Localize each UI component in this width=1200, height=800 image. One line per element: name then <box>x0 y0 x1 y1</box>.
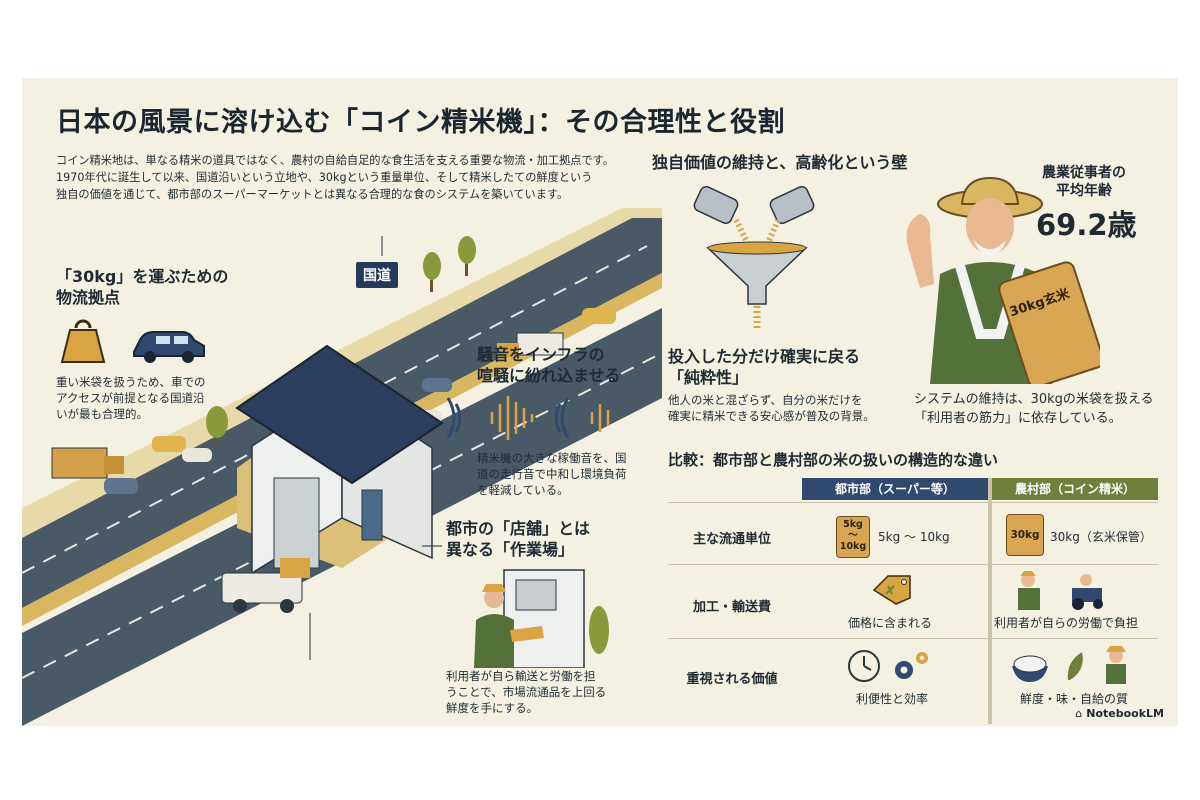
elderly-farmer-illustration <box>906 176 1100 384</box>
table-rule <box>668 564 1158 565</box>
price-tag-icon <box>872 575 911 605</box>
intro-text: コイン精米地は、単なる精米の道具ではなく、農村の自給自足的な食生活を支える重要な… <box>56 152 636 203</box>
heading-line: 都市の「店舗」とは <box>446 519 591 538</box>
body-line: 道の走行音で中和し環境負荷 <box>477 467 627 481</box>
bag-line: 5kg <box>843 519 863 530</box>
bag-line: 10kg <box>839 541 867 552</box>
rice-leaf-farmer-icon <box>1012 646 1126 684</box>
heading-line: 異なる「作業場」 <box>446 540 575 559</box>
stat-label-line: 農業従事者の <box>1042 165 1126 181</box>
cell-text: 利便性と効率 <box>856 692 929 706</box>
workshop-heading: 都市の「店舗」とは 異なる「作業場」 <box>446 518 590 560</box>
workshop-body: 利用者が自ら輸送と労働を担 うことで、市場流通品を上回る 鮮度を手にする。 <box>446 668 606 716</box>
noise-heading: 騒音をインフラの 喧騒に紛れ込ませる <box>477 344 621 386</box>
body-line: 「利用者の筋力」に依存している。 <box>914 411 1122 426</box>
bag-line: 〜 <box>848 530 858 541</box>
row-label: 重視される価値 <box>686 672 778 687</box>
notebooklm-logo-icon: ⌂ <box>1075 707 1083 720</box>
truck-icon <box>51 332 564 479</box>
heading-line: 「30kg」を運ぶための <box>56 267 229 286</box>
funnel-icon <box>693 185 815 328</box>
farmer-tractor-icon <box>1018 571 1103 610</box>
body-line: アクセスが前提となる国道沿 <box>56 391 205 405</box>
heading-line: 喧騒に紛れ込ませる <box>477 366 621 385</box>
body-line: 確実に精米できる安心感が普及の背景。 <box>668 409 875 423</box>
body-line: 利用者が自ら輸送と労働を担 <box>446 669 596 683</box>
aging-heading: 独自価値の維持と、高齢化という壁 <box>652 153 908 172</box>
large-rice-bag-icon: 30kg <box>1006 514 1044 556</box>
tree-icon <box>206 236 476 448</box>
cell-text: 利用者が自らの労働で負担 <box>994 616 1139 630</box>
comparison-heading: 比較：都市部と農村部の米の扱いの構造的な違い <box>668 451 999 469</box>
brand-mark: ⌂ NotebookLM <box>1075 707 1164 720</box>
heading-line: 「純粋性」 <box>668 368 749 387</box>
cell-text: 鮮度・味・自給の質 <box>1020 692 1129 706</box>
body-line: システムの維持は、30kgの米袋を扱える <box>914 392 1154 407</box>
intro-line: 独自の価値を通じて、都市部のスーパーマーケットとは異なる合理的な食のシステムを築… <box>56 188 569 201</box>
intro-line: コイン精米地は、単なる精米の道具ではなく、農村の自給自足的な食生活を支える重要な… <box>56 154 614 167</box>
logistics-body: 重い米袋を扱うため、車での アクセスが前提となる国道沿 いが最も合理的。 <box>56 374 206 422</box>
clock-gear-icon <box>848 650 928 682</box>
page-title: 日本の風景に溶け込む「コイン精米機」：その合理性と役割 <box>56 107 785 138</box>
row-label: 主な流通単位 <box>692 532 771 547</box>
weight-icon <box>60 319 106 363</box>
aging-body: システムの維持は、30kgの米袋を扱える 「利用者の筋力」に依存している。 <box>914 390 1154 428</box>
stat-label-line: 平均年齢 <box>1056 183 1112 199</box>
table-rule <box>668 502 1158 503</box>
column-header-urban: 都市部（スーパー等） <box>802 478 988 500</box>
body-line: 重い米袋を扱うため、車での <box>56 375 206 389</box>
cell-text: 価格に含まれる <box>848 616 933 630</box>
intro-line: 1970年代に誕生して以来、国道沿いという立地や、30kgという重量単位、そして… <box>56 171 593 184</box>
heading-line: 物流拠点 <box>56 288 121 307</box>
brand-name: NotebookLM <box>1086 707 1164 720</box>
stat-value: 69.2歳 <box>1036 208 1137 242</box>
cell-text: 5kg 〜 10kg <box>878 530 950 544</box>
car-icon <box>133 331 205 363</box>
noise-body: 精米機の大きな稼働音を、国 道の走行音で中和し環境負荷 を軽減している。 <box>477 450 627 498</box>
sound-wave-icon <box>446 396 610 440</box>
body-line: 他人の米と混ざらず、自分の米だけを <box>668 393 863 407</box>
worker-at-machine-icon <box>474 569 609 668</box>
cell-text: 30kg（玄米保管） <box>1050 530 1152 544</box>
infographic-card: 日本の風景に溶け込む「コイン精米機」：その合理性と役割 コイン精米地は、単なる精… <box>22 78 1178 726</box>
coin-rice-mill-building <box>221 344 444 613</box>
body-line: 精米機の大きな稼働音を、国 <box>477 451 627 465</box>
stat-label: 農業従事者の 平均年齢 <box>1042 164 1126 200</box>
body-line: 鮮度を手にする。 <box>446 701 539 715</box>
purity-body: 他人の米と混ざらず、自分の米だけを 確実に精米できる安心感が普及の背景。 <box>668 392 875 424</box>
body-line: いが最も合理的。 <box>56 407 148 421</box>
column-divider <box>988 478 992 724</box>
small-rice-bag-icon: 5kg 〜 10kg <box>836 516 870 558</box>
road-sign: 国道 <box>356 262 398 288</box>
heading-line: 騒音をインフラの <box>477 345 605 364</box>
purity-heading: 投入した分だけ確実に戻る 「純粋性」 <box>668 346 860 388</box>
table-rule <box>668 638 1158 639</box>
column-header-rural: 農村部（コイン精米） <box>992 478 1158 500</box>
body-line: うことで、市場流通品を上回る <box>446 685 607 699</box>
body-line: を軽減している。 <box>477 483 569 497</box>
heading-line: 投入した分だけ確実に戻る <box>668 347 861 366</box>
row-label: 加工・輸送費 <box>692 600 771 615</box>
logistics-heading: 「30kg」を運ぶための 物流拠点 <box>56 266 228 308</box>
road-illustration <box>22 208 662 726</box>
